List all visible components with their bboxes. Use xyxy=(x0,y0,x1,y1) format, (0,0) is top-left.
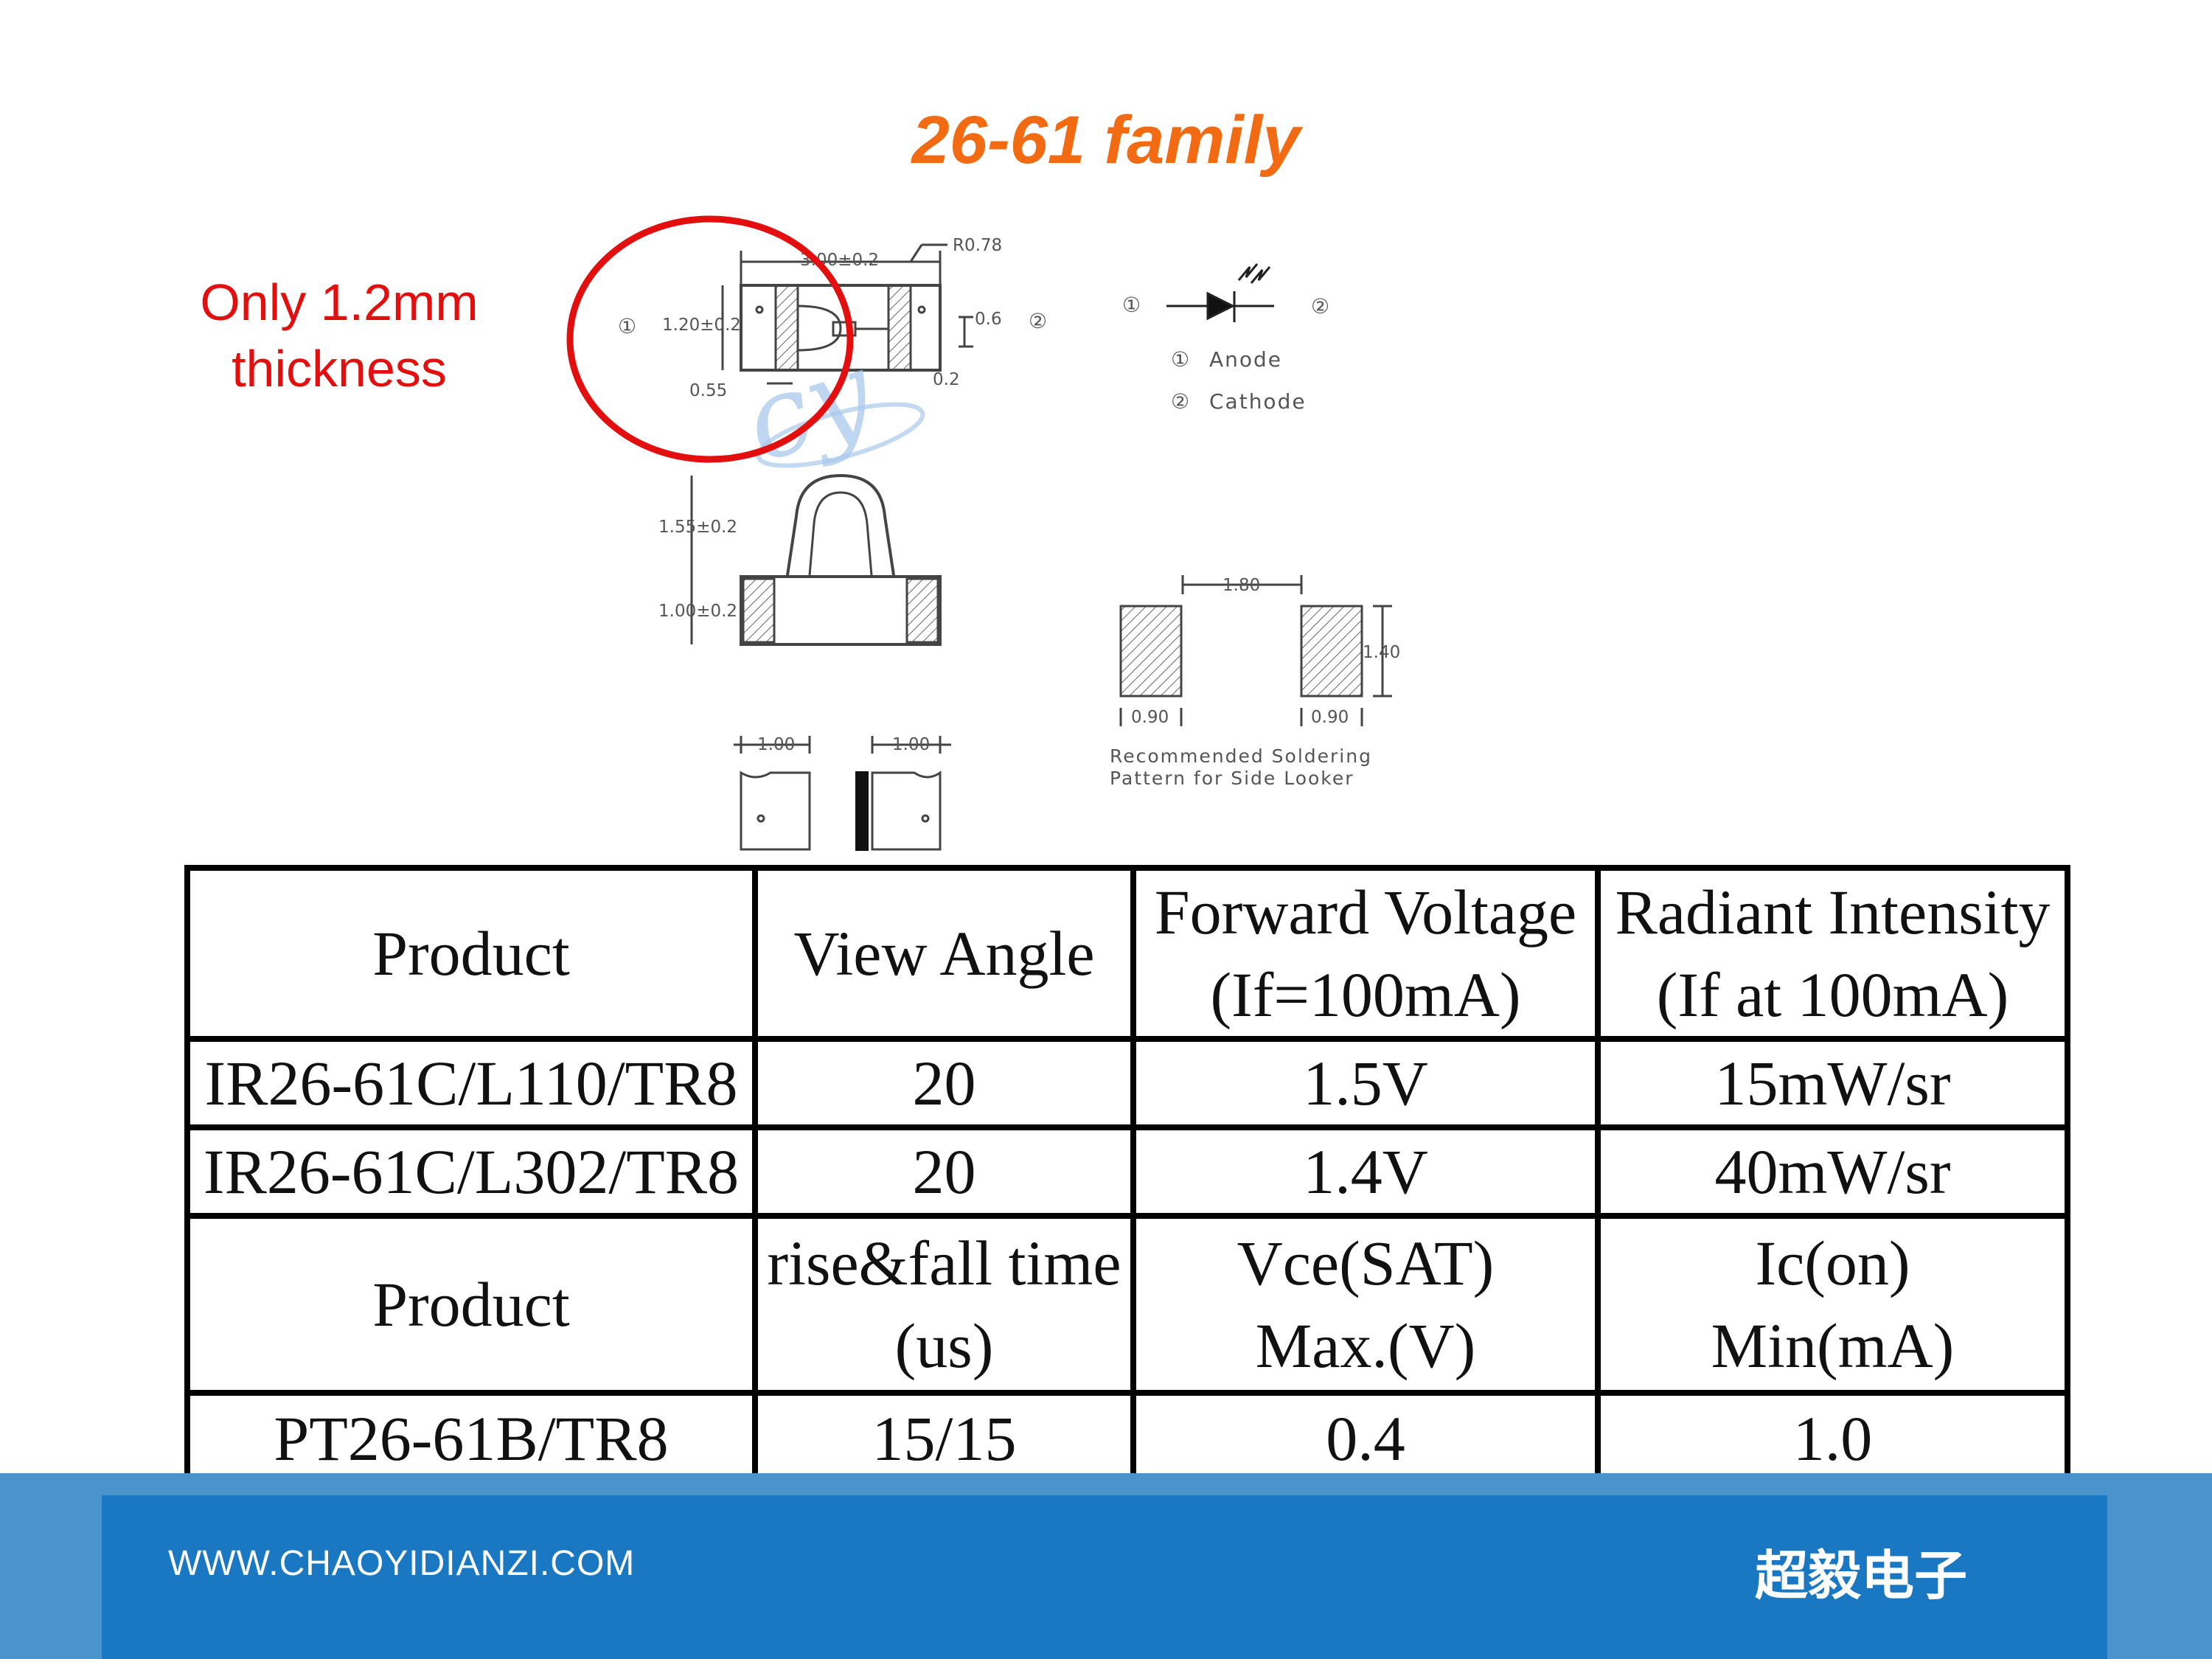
bottom-view xyxy=(734,736,951,851)
side-body-dim: 1.00±0.2 xyxy=(658,602,737,621)
top-pin1-marker: ① xyxy=(618,314,638,338)
soldering-pattern xyxy=(1119,575,1392,726)
website-url: WWW.CHAOYIDIANZI.COM xyxy=(168,1544,636,1583)
header-line: Vce(SAT) xyxy=(1237,1228,1495,1298)
thickness-callout: Only 1.2mm thickness xyxy=(170,269,509,402)
schematic-pin2: ② xyxy=(1311,294,1331,319)
forward-voltage-cell: 1.5V xyxy=(1130,1036,1601,1130)
top-height-dim: 1.20±0.2 xyxy=(662,316,741,335)
header-cell: Radiant Intensity (If at 100mA) xyxy=(1595,865,2070,1042)
top-pad-dim: 0.6 xyxy=(975,310,1002,329)
view-angle-cell: 20 xyxy=(752,1036,1136,1130)
header-line: Forward Voltage xyxy=(1154,877,1577,947)
header-cell: Product xyxy=(184,865,758,1042)
thickness-highlight-circle xyxy=(566,215,854,463)
page-title: 26-61 family xyxy=(911,102,1301,178)
header-line: (us) xyxy=(894,1310,994,1381)
cathode-label: Cathode xyxy=(1209,389,1307,414)
table-row: IR26-61C/L302/TR8 20 1.4V 40mW/sr xyxy=(184,1124,2070,1219)
product-cell: IR26-61C/L302/TR8 xyxy=(184,1124,758,1219)
header-cell: Forward Voltage (If=100mA) xyxy=(1130,865,1601,1042)
ic-on-cell: 1.0 xyxy=(1595,1390,2070,1487)
cathode-number: ② xyxy=(1171,389,1191,414)
anode-label: Anode xyxy=(1209,347,1282,372)
header-cell: View Angle xyxy=(752,865,1136,1042)
product-cell: IR26-61C/L110/TR8 xyxy=(184,1036,758,1130)
rise-fall-cell: 15/15 xyxy=(752,1390,1136,1487)
product-cell: PT26-61B/TR8 xyxy=(184,1390,758,1487)
header-line: (If at 100mA) xyxy=(1656,959,2009,1030)
header-cell: Product xyxy=(184,1213,758,1396)
solder-height-dim: 1.40 xyxy=(1363,643,1400,662)
top-offset-dim: 0.55 xyxy=(689,381,727,400)
emitter-header-row: Product View Angle Forward Voltage (If=10… xyxy=(184,865,2070,1042)
header-line: Ic(on) xyxy=(1755,1228,1910,1298)
top-lead-dim: 0.2 xyxy=(933,370,960,389)
side-view xyxy=(690,473,942,646)
solder-right-pad-dim: 0.90 xyxy=(1311,708,1349,727)
forward-voltage-cell: 1.4V xyxy=(1130,1124,1601,1219)
table-row: IR26-61C/L110/TR8 20 1.5V 15mW/sr xyxy=(184,1036,2070,1130)
radiant-intensity-cell: 40mW/sr xyxy=(1595,1124,2070,1219)
diode-symbol xyxy=(1166,263,1274,322)
bottom-right-pad-dim: 1.00 xyxy=(892,735,930,754)
header-line: Min(mA) xyxy=(1711,1310,1955,1381)
solder-caption-line-1: Recommended Soldering xyxy=(1110,745,1372,767)
detector-header-row: Product rise&fall time (us) Vce(SAT) Max.(… xyxy=(184,1213,2070,1396)
header-line: (If=100mA) xyxy=(1210,959,1521,1030)
top-pin2-marker: ② xyxy=(1029,309,1048,333)
header-cell: rise&fall time (us) xyxy=(752,1213,1136,1396)
header-line: Radiant Intensity xyxy=(1615,877,2051,947)
footer-panel xyxy=(102,1495,2107,1659)
callout-line-1: Only 1.2mm xyxy=(200,274,479,331)
table-row: PT26-61B/TR8 15/15 0.4 1.0 xyxy=(184,1390,2070,1487)
company-brand: 超毅电子 xyxy=(1755,1545,1968,1607)
vce-sat-cell: 0.4 xyxy=(1130,1390,1601,1487)
header-cell: Vce(SAT) Max.(V) xyxy=(1130,1213,1601,1396)
solder-spacing-dim: 1.80 xyxy=(1222,576,1260,595)
spec-table: Product View Angle Forward Voltage (If=10… xyxy=(184,865,2070,1487)
top-view xyxy=(721,243,973,385)
solder-caption-line-2: Pattern for Side Looker xyxy=(1110,768,1354,789)
side-dome-dim: 1.55±0.2 xyxy=(658,518,737,537)
anode-number: ① xyxy=(1171,347,1191,372)
solder-left-pad-dim: 0.90 xyxy=(1131,708,1169,727)
radiant-intensity-cell: 15mW/sr xyxy=(1595,1036,2070,1130)
bottom-left-pad-dim: 1.00 xyxy=(757,735,795,754)
callout-line-2: thickness xyxy=(232,340,447,397)
header-cell: Ic(on) Min(mA) xyxy=(1595,1213,2070,1396)
package-drawing: 3.00±0.2 R0.78 1.20±0.2 0.6 0.2 0.55 ① ②… xyxy=(566,215,1400,851)
schematic-pin1: ① xyxy=(1122,293,1142,317)
header-line: Max.(V) xyxy=(1255,1310,1476,1381)
header-line: rise&fall time xyxy=(767,1228,1121,1298)
top-radius-dim: R0.78 xyxy=(953,236,1002,255)
view-angle-cell: 20 xyxy=(752,1124,1136,1219)
